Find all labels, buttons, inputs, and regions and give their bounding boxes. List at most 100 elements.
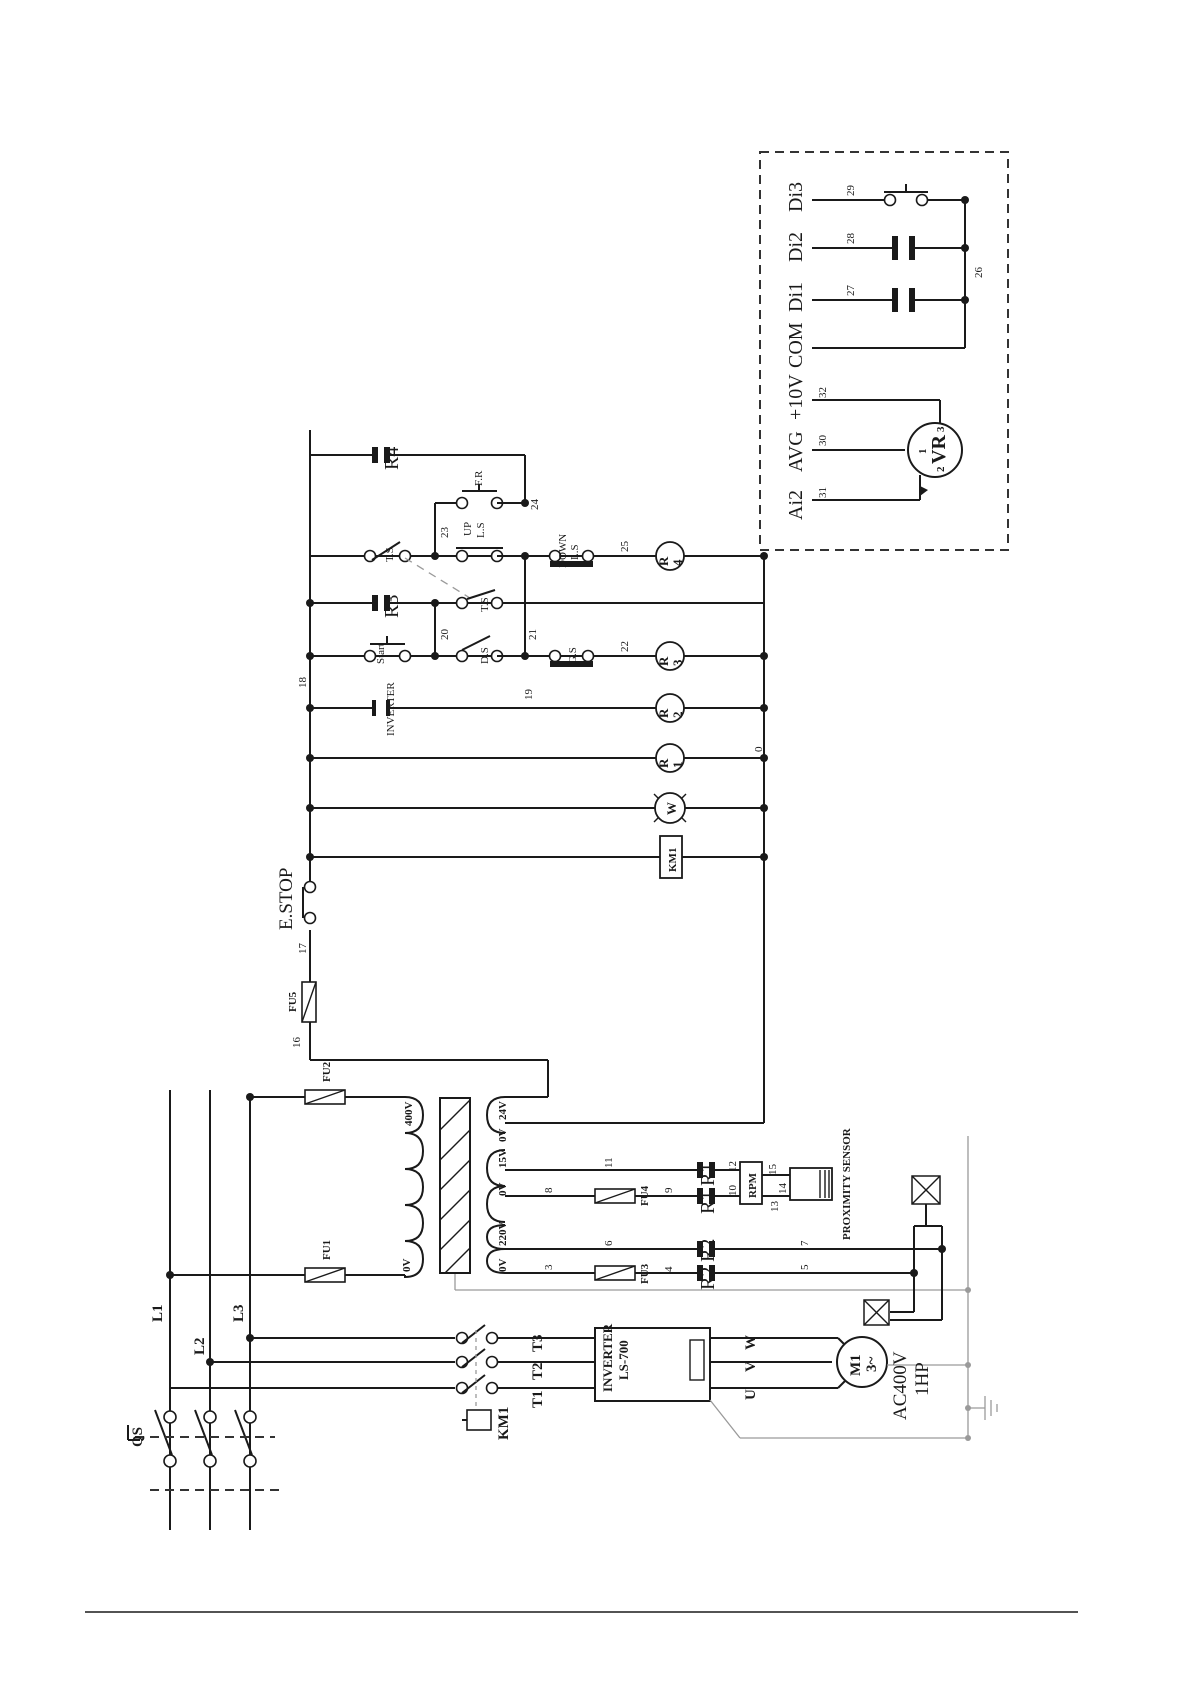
label-l2: L2 <box>192 1337 208 1355</box>
coil-r2-label: R2 <box>656 708 685 718</box>
label-up-ls-1: UP <box>462 522 474 536</box>
lamp-w-label: W <box>664 802 679 815</box>
wire-11: 11 <box>603 1157 615 1168</box>
label-primary-400v: 400V <box>403 1102 415 1127</box>
km1-coil-symbol <box>462 1409 492 1431</box>
motor-fan-icon <box>863 1299 890 1326</box>
wire-23: 23 <box>439 527 451 539</box>
wire-29: 29 <box>845 185 857 197</box>
label-fu3: FU3 <box>639 1263 651 1284</box>
potentiometer-vr <box>907 422 963 478</box>
motor-voltage: AC400V <box>890 1351 911 1420</box>
wire-19: 19 <box>523 689 535 701</box>
terminal-di1: Di1 <box>785 282 807 312</box>
coil-r1 <box>655 743 685 773</box>
label-rpm: RPM <box>747 1172 759 1198</box>
label-w: W <box>743 1335 759 1350</box>
down-limit-switch-symbol <box>548 549 595 567</box>
wire-14: 14 <box>777 1183 789 1195</box>
label-r1-contact-b: R1 <box>697 1191 719 1214</box>
wire-3: 3 <box>543 1264 555 1270</box>
junction-dots <box>306 499 768 861</box>
terminal-box <box>759 151 1009 551</box>
label-ts: T.S <box>384 547 396 562</box>
coil-km1 <box>659 835 683 879</box>
wire-8: 8 <box>543 1187 555 1193</box>
terminal-di3: Di3 <box>785 182 807 212</box>
transformer-core <box>439 1097 471 1274</box>
label-l3: L3 <box>231 1304 247 1322</box>
label-t3: T3 <box>530 1334 546 1352</box>
label-qs: QS <box>130 1427 146 1447</box>
wire-6: 6 <box>603 1240 615 1246</box>
terminal-di2: Di2 <box>785 232 807 262</box>
label-primary-0v: 0V <box>401 1259 413 1273</box>
label-km1-coil: KM1 <box>496 1407 512 1440</box>
wire-24: 24 <box>529 499 541 511</box>
label-sec-220v: 220V <box>497 1222 509 1247</box>
motor-m1 <box>836 1336 888 1388</box>
inverter-name: INVERTER <box>600 1323 615 1392</box>
label-fu4: FU4 <box>639 1185 651 1206</box>
terminal-com: COM <box>785 322 807 368</box>
wire-17: 17 <box>297 943 309 955</box>
wire-5: 5 <box>799 1264 811 1270</box>
label-sec-15v: 15V <box>497 1149 509 1168</box>
wire-30: 30 <box>817 435 829 447</box>
estop-button-symbol <box>302 880 317 925</box>
wire-21: 21 <box>527 629 539 640</box>
earth-ground-icon <box>968 1396 998 1420</box>
label-r2-contact-b: R2 <box>697 1267 719 1290</box>
label-t1: T1 <box>530 1390 546 1408</box>
coil-km1-label: KM1 <box>667 848 679 872</box>
wire-20: 20 <box>439 629 451 641</box>
label-down-ls-1: DOWN <box>557 534 569 568</box>
label-u: U <box>743 1389 759 1400</box>
wire-22: 22 <box>619 641 631 652</box>
motor-power: 1HP <box>912 1362 933 1396</box>
label-r2-contact-a: R2 <box>697 1239 719 1262</box>
label-ds: D.S <box>479 647 491 664</box>
label-t2: T2 <box>530 1362 546 1380</box>
terminal-10v: +10V <box>785 374 807 420</box>
label-gs: G.S <box>567 647 579 664</box>
label-fu1: FU1 <box>321 1240 333 1260</box>
wire-12: 12 <box>727 1161 739 1172</box>
label-vr: VR <box>928 435 950 464</box>
qs-disconnect <box>127 1409 285 1491</box>
wire-9: 9 <box>663 1187 675 1193</box>
label-vr-pin1: 1 <box>917 449 929 455</box>
wire-13: 13 <box>769 1201 781 1213</box>
wire-10: 10 <box>727 1185 739 1197</box>
wire-31: 31 <box>817 487 829 498</box>
terminal-avg: AVG <box>785 431 807 472</box>
wire-18: 18 <box>297 677 309 689</box>
coil-r4-label: R4 <box>656 556 685 566</box>
wire-28: 28 <box>845 233 857 245</box>
gs-switch-symbol <box>548 649 595 667</box>
terminal-ai2: Ai2 <box>785 490 807 520</box>
label-vr-pin3: 3 <box>935 426 947 432</box>
label-sec-24v: 24V <box>497 1101 509 1120</box>
transformer-secondary-24v <box>485 1096 506 1134</box>
coil-r2 <box>655 693 685 723</box>
proximity-sensor-icon <box>789 1167 833 1201</box>
label-estop: E.STOP <box>276 868 297 930</box>
label-r3-contact: R3 <box>381 595 403 618</box>
coil-r4 <box>655 541 685 571</box>
motor-phase: 3~ <box>864 1357 880 1373</box>
label-sec-0v-a: 0V <box>497 1129 509 1143</box>
label-ts-2: T.S <box>479 597 491 612</box>
coil-r3 <box>655 641 685 671</box>
transformer-primary <box>404 1096 425 1279</box>
wire-25: 25 <box>619 541 631 553</box>
label-down-ls-2: L.S <box>569 544 581 560</box>
wire-7: 7 <box>799 1240 811 1246</box>
wire-32: 32 <box>817 387 829 398</box>
coil-r1-label: R1 <box>656 758 685 768</box>
wire-26: 26 <box>973 267 985 279</box>
label-proximity-sensor: PROXIMITY SENSOR <box>841 1127 853 1240</box>
label-r1-contact-a: R1 <box>697 1163 719 1186</box>
